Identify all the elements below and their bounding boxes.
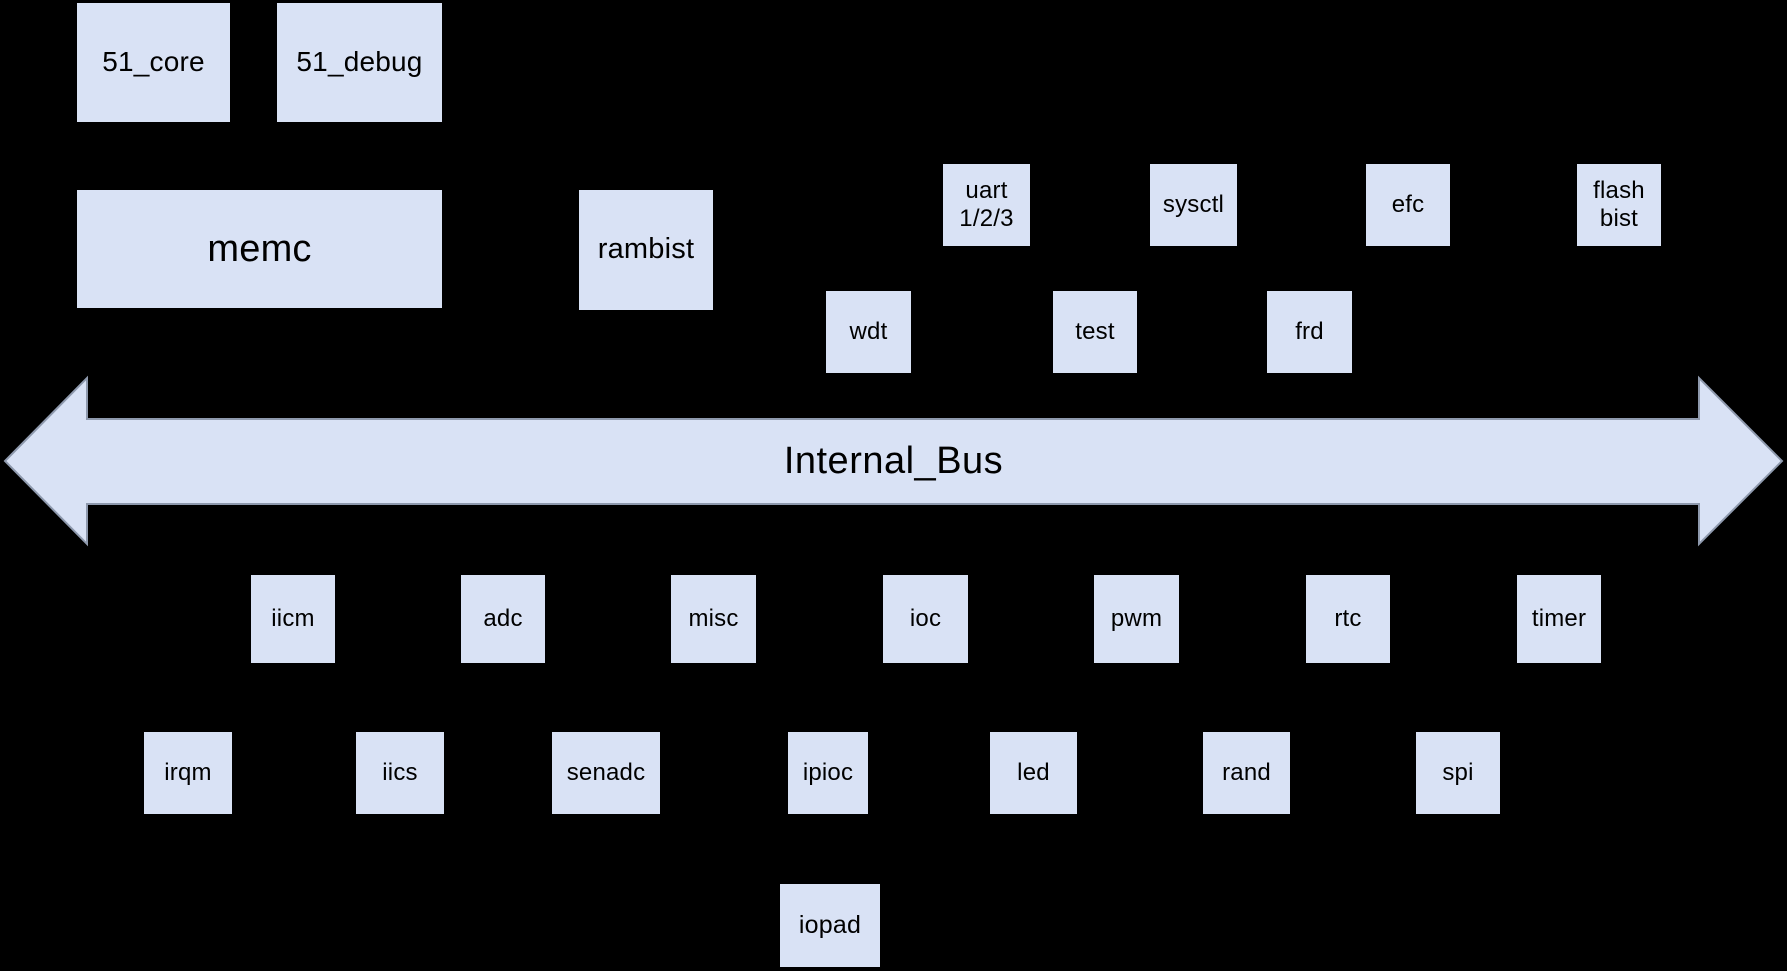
block-efc: efc	[1366, 164, 1450, 246]
block-ipioc: ipioc	[788, 732, 868, 814]
block-iics: iics	[356, 732, 444, 814]
block-sysctl: sysctl	[1150, 164, 1237, 246]
block-rtc: rtc	[1306, 575, 1390, 663]
block-iopad: iopad	[780, 884, 880, 967]
block-rand: rand	[1203, 732, 1290, 814]
block-led: led	[990, 732, 1077, 814]
block-memc: memc	[77, 190, 442, 308]
block-misc: misc	[671, 575, 756, 663]
block-irqm: irqm	[144, 732, 232, 814]
block-senadc: senadc	[552, 732, 660, 814]
block-timer: timer	[1517, 575, 1601, 663]
block-spi: spi	[1416, 732, 1500, 814]
block-51_core: 51_core	[77, 3, 230, 122]
block-test: test	[1053, 291, 1137, 373]
block-pwm: pwm	[1094, 575, 1179, 663]
internal-bus-label: Internal_Bus	[783, 440, 1004, 482]
block-frd: frd	[1267, 291, 1352, 373]
block-iicm: iicm	[251, 575, 335, 663]
block-rambist: rambist	[579, 190, 713, 310]
block-uart123: uart 1/2/3	[943, 164, 1030, 246]
bus-double-arrow-shape	[3, 375, 1784, 547]
block-adc: adc	[461, 575, 545, 663]
block-wdt: wdt	[826, 291, 911, 373]
block-flash_bist: flash bist	[1577, 164, 1661, 246]
block-51_debug: 51_debug	[277, 3, 442, 122]
block-ioc: ioc	[883, 575, 968, 663]
